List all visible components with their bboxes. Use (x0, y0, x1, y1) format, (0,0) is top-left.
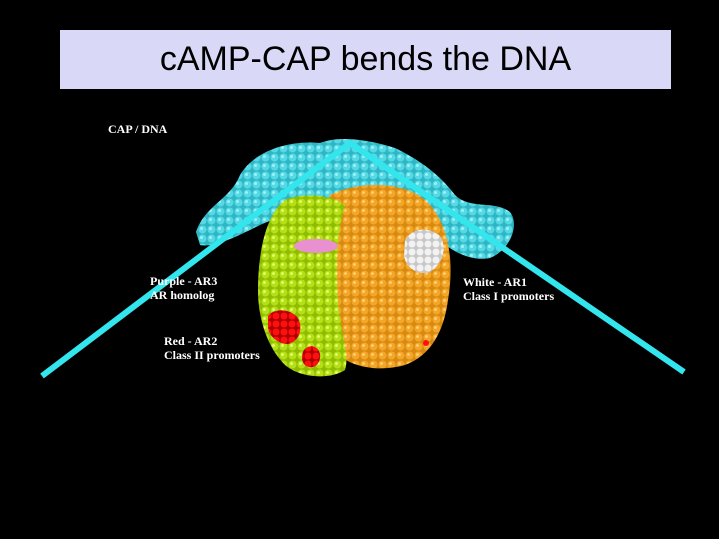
ar2-patches (268, 310, 429, 368)
slide-title: cAMP-CAP bends the DNA (159, 40, 572, 78)
label-purple-line1: Purple - AR3 (150, 274, 217, 288)
dna-bend-indicator (40, 139, 686, 379)
ar1-patch (404, 229, 444, 274)
ar3-patch (294, 239, 338, 253)
label-red-line2: Class II promoters (164, 348, 260, 362)
bend-lines (40, 139, 686, 379)
label-white-line1: White - AR1 (463, 275, 527, 289)
label-purple-line2: AR homolog (150, 288, 214, 302)
label-red-line1: Red - AR2 (164, 334, 217, 348)
cap-subunit-green (258, 195, 347, 377)
figure-caption: CAP / DNA (108, 122, 168, 136)
label-white-line2: Class I promoters (463, 289, 554, 303)
title-banner: cAMP-CAP bends the DNA (60, 30, 671, 89)
